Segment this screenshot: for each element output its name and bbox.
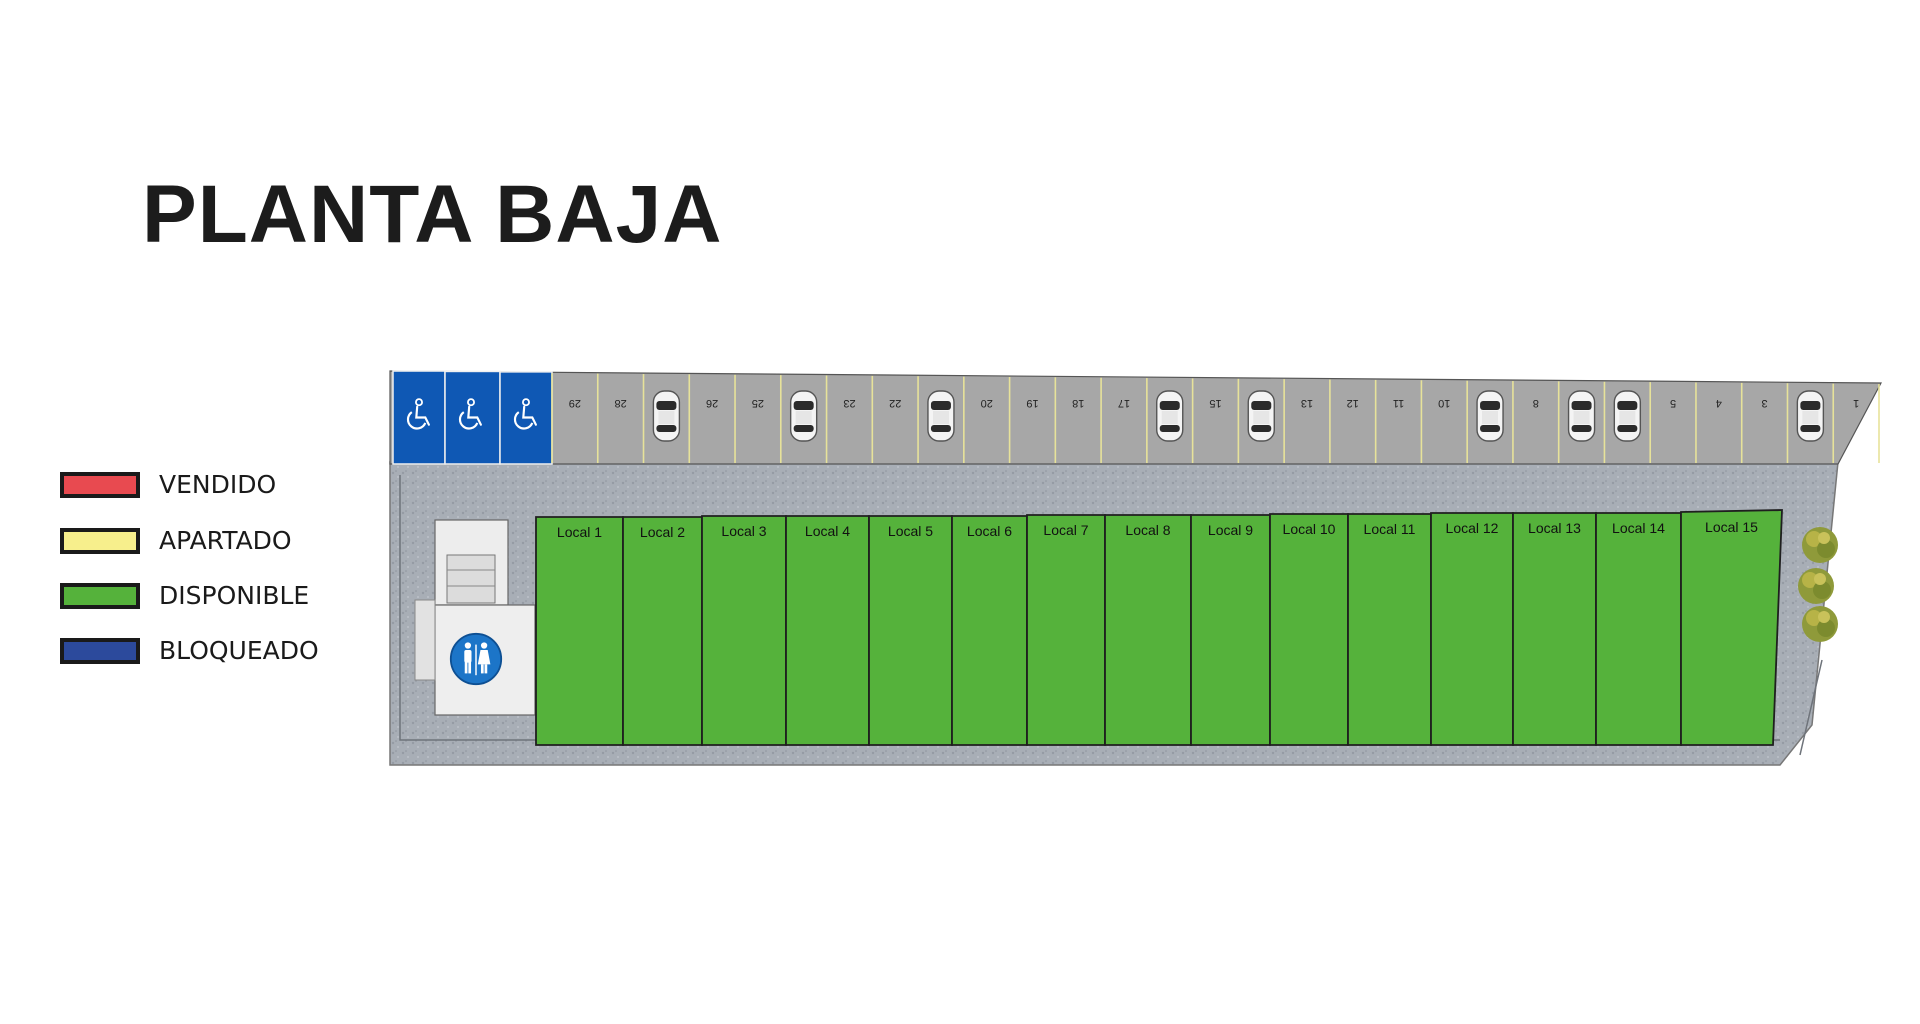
car-icon <box>1613 390 1642 442</box>
legend-swatch-bloqueado <box>60 638 140 664</box>
stall-number: 17 <box>1118 397 1130 409</box>
local-label: Local 7 <box>1043 522 1088 538</box>
local-unit[interactable] <box>1347 513 1432 746</box>
local-unit[interactable] <box>951 515 1028 746</box>
tree-icon <box>1798 568 1834 604</box>
local-unit[interactable] <box>1104 514 1192 746</box>
local-unit[interactable] <box>785 515 870 746</box>
stall-number: 18 <box>1072 397 1084 409</box>
stall-number: 13 <box>1301 397 1313 409</box>
car-icon <box>789 390 818 442</box>
legend-label: VENDIDO <box>159 470 277 499</box>
stall-number: 25 <box>752 397 764 409</box>
local-unit[interactable] <box>1595 512 1682 746</box>
legend-item-bloqueado: BLOQUEADO <box>60 634 400 674</box>
local-unit[interactable] <box>1512 512 1597 746</box>
tree-icon <box>1802 606 1838 642</box>
legend-item-disponible: DISPONIBLE <box>60 579 400 619</box>
local-label: Local 13 <box>1528 520 1581 536</box>
local-unit[interactable] <box>1680 509 1783 746</box>
local-label: Local 5 <box>888 523 933 539</box>
local-label: Local 2 <box>640 524 685 540</box>
stall-number: 22 <box>889 397 901 409</box>
local-unit[interactable] <box>1269 513 1349 746</box>
stall-number: 3 <box>1762 397 1768 409</box>
local-label: Local 3 <box>721 523 766 539</box>
local-unit[interactable] <box>535 516 624 746</box>
stall-number: 11 <box>1393 397 1404 409</box>
legend-swatch-apartado <box>60 528 140 554</box>
stall-number: 23 <box>843 397 855 409</box>
car-icon <box>1796 390 1825 442</box>
local-unit[interactable] <box>868 515 953 746</box>
stall-number: 4 <box>1716 397 1722 409</box>
legend-item-vendido: VENDIDO <box>60 468 400 508</box>
stall-number: 1 <box>1853 397 1859 409</box>
local-label: Local 11 <box>1364 521 1416 537</box>
restroom-icon <box>449 632 503 686</box>
stall-number: 8 <box>1533 397 1539 409</box>
walkway-line <box>1799 659 1823 756</box>
local-label: Local 4 <box>805 523 850 539</box>
stall-number: 26 <box>706 397 718 409</box>
tree-icon <box>1802 527 1838 563</box>
car-icon <box>652 390 681 442</box>
car-icon <box>1247 390 1275 442</box>
local-unit[interactable] <box>622 516 703 746</box>
legend-label: APARTADO <box>159 526 292 555</box>
local-unit[interactable] <box>701 515 787 746</box>
local-unit[interactable] <box>1026 514 1106 746</box>
legend-label: BLOQUEADO <box>159 636 319 665</box>
car-icon <box>1567 390 1596 442</box>
locales: Local 1 Local 2 Local 3 Local 4 Local 5 Local… <box>535 509 1783 746</box>
local-label: Local 14 <box>1612 520 1665 536</box>
parking-row <box>389 370 1882 465</box>
stall-number: 28 <box>615 397 627 409</box>
legend-swatch-vendido <box>60 472 140 498</box>
stall-number: 12 <box>1347 397 1359 409</box>
stall-number: 5 <box>1670 397 1676 409</box>
legend-swatch-disponible <box>60 583 140 609</box>
car-icon <box>1476 390 1504 442</box>
local-unit[interactable] <box>1190 514 1271 746</box>
legend-item-apartado: APARTADO <box>60 524 400 564</box>
local-label: Local 6 <box>967 523 1012 539</box>
stall-number: 15 <box>1209 397 1221 409</box>
stall-number: 19 <box>1026 397 1038 409</box>
stall-number: 29 <box>569 397 581 409</box>
local-label: Local 8 <box>1125 522 1170 538</box>
page-title: PLANTA BAJA <box>142 169 723 260</box>
local-label: Local 9 <box>1208 522 1253 538</box>
local-label: Local 10 <box>1283 521 1336 537</box>
stall-number: 20 <box>981 397 993 409</box>
legend-label: DISPONIBLE <box>159 581 310 610</box>
parking-stalls: 29 28 26 25 23 22 20 19 18 17 15 13 12 11 10 8 5 4 3 1 <box>392 370 1880 465</box>
local-label: Local 1 <box>557 524 602 540</box>
car-icon <box>927 390 955 442</box>
stall-number: 10 <box>1438 397 1450 409</box>
local-label: Local 15 <box>1705 519 1758 535</box>
car-icon <box>1156 390 1184 442</box>
local-unit[interactable] <box>1430 512 1514 746</box>
local-label: Local 12 <box>1446 520 1499 536</box>
